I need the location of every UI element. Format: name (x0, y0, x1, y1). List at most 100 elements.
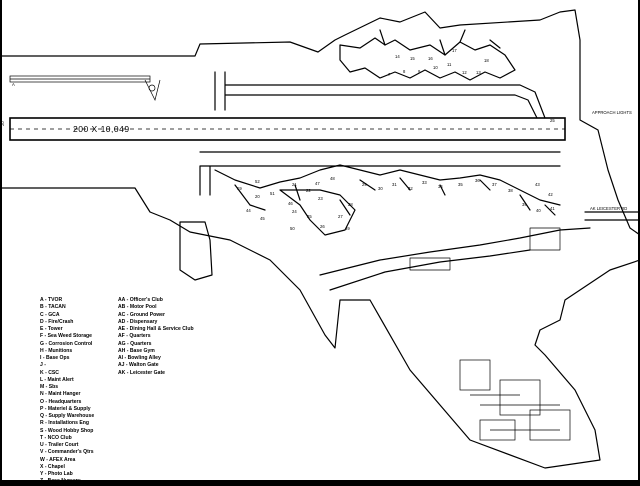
north-taxiway (214, 71, 546, 119)
legend-entry: AJ - Walton Gate (118, 362, 159, 369)
dispersal-pad-label: 8 (403, 69, 406, 74)
dispersal-pad-label: 51 (270, 191, 275, 196)
legend-entry: O - Headquarters (40, 398, 82, 405)
dispersal-pad-label: 24 (292, 209, 297, 214)
leicester-road-label: AK LEICESTER RD (590, 206, 627, 211)
dispersal-pad-label: 30 (378, 186, 383, 191)
legend-entry: C - GCA (40, 311, 60, 318)
legend-entry: V - Commander's Qtrs (40, 449, 94, 456)
dispersal-pad-label: 25 (307, 214, 312, 219)
dispersal-pad-label: 29 (362, 182, 367, 187)
legend-entry: T - NCO Club (40, 434, 72, 441)
runway-dimensions: 200 X 10,049 (73, 124, 130, 134)
legend-entry: I - Base Ops (40, 355, 70, 361)
central-dispersal-area (214, 164, 561, 236)
dispersal-pad-label: 11 (447, 62, 452, 67)
legend-entry: B - TACAN (40, 304, 66, 311)
legend-entry: A - TVOR (40, 297, 63, 303)
legend-entry: AA - Officer's Club (118, 297, 163, 303)
dispersal-pad-label: 36 (475, 178, 480, 183)
legend-entry: J - (40, 362, 46, 369)
dispersal-pad-label: 10 (433, 65, 438, 70)
legend-entry: AC - Ground Power (118, 311, 165, 318)
dispersal-pad-label: 16 (428, 56, 433, 61)
dispersal-pad-label: 17 (452, 48, 457, 53)
dispersal-pad-label: 40 (536, 208, 541, 213)
parallel-taxiway (199, 151, 561, 196)
hangar (529, 227, 561, 251)
legend-entry: D - Fire/Crash (40, 318, 74, 325)
legend-entry: AG - Quarters (118, 340, 152, 347)
dispersal-pad-label: 20 (255, 194, 260, 199)
dispersal-pad-label: 22 (306, 188, 311, 193)
legend-entry: G - Corrosion Control (40, 340, 93, 347)
dispersal-pad-label: 31 (392, 182, 397, 187)
legend-entry: W - AFEX Area (40, 456, 76, 463)
dispersal-pad-label: 52 (255, 179, 260, 184)
dispersal-pad-label: 35 (458, 182, 463, 187)
runway-end-left: 20 (0, 121, 5, 126)
dispersal-pad-label: 49 (345, 226, 350, 231)
runway: 200 X 10,049 20 25 (0, 117, 566, 141)
runway-end-right: 25 (550, 118, 555, 123)
frame-right (638, 0, 640, 480)
dispersal-pad-label: 12 (462, 70, 467, 75)
legend-entry: X - Chapel (40, 463, 65, 470)
dispersal-pad-label: 41 (550, 206, 555, 211)
dispersal-pad-label: 26 (320, 224, 325, 229)
apron-building (409, 257, 451, 271)
legend-entry: H - Munitions (40, 347, 73, 354)
legend-entry: N - Maint Hanger (40, 391, 81, 398)
dispersal-pad-label: 23 (318, 196, 323, 201)
frame-left (0, 0, 2, 480)
legend-entry: F - Sea Weed Storage (40, 333, 92, 340)
legend-entry: K - CSC (40, 369, 59, 376)
runway-marker-a: A (12, 82, 15, 87)
legend-entry: Y - Photo Lab (40, 471, 73, 477)
dispersal-pad-label: 19 (237, 186, 242, 191)
legend-entry: AI - Bowling Alley (118, 355, 161, 361)
dispersal-pad-label: 37 (492, 182, 497, 187)
dispersal-pad-label: 48 (330, 176, 335, 181)
dispersal-pad-label: 18 (484, 58, 489, 63)
approach-lights-label: APPROACH LIGHTS (592, 110, 632, 115)
legend-entry: Z - Base Nursery (40, 478, 81, 485)
legend-entry: AK - Leicester Gate (118, 369, 165, 376)
legend-entry: P - Materiel & Supply (40, 405, 91, 412)
legend-entry: AD - Dispensary (118, 318, 158, 325)
dispersal-pad-label: 9 (418, 69, 421, 74)
legend-entry: R - Installations Eng (40, 420, 89, 427)
legend-entry: L - Maint Alert (40, 376, 74, 383)
weapons-area (179, 221, 213, 281)
main-apron (179, 221, 591, 291)
dispersal-pad-label: 42 (548, 192, 553, 197)
leicester-road (584, 211, 640, 221)
north-dispersal-area (339, 29, 516, 81)
legend-entry: AE - Dining Hall & Service Club (118, 326, 194, 332)
dispersal-pad-label: 39 (522, 202, 527, 207)
base-boundary (0, 9, 640, 469)
dispersal-pad-label: 15 (410, 56, 415, 61)
dispersal-pad-label: 33 (422, 180, 427, 185)
legend-entry: M - Sbs (40, 384, 59, 390)
dispersal-pad-label: 14 (395, 54, 400, 59)
dispersal-pad-label: 43 (535, 182, 540, 187)
dispersal-pad-label: 32 (408, 186, 413, 191)
legend-entry: Q - Supply Warehouse (40, 413, 95, 419)
legend-entry: AB - Motor Pool (118, 304, 157, 311)
housing-area (459, 359, 571, 441)
dispersal-pad-label: 44 (246, 208, 251, 213)
dispersal-pad-label: 47 (315, 181, 320, 186)
dispersal-pad-label: 45 (260, 216, 265, 221)
dispersal-pad-label: 21 (292, 182, 297, 187)
dispersal-pad-label: 38 (508, 188, 513, 193)
dispersal-pad-label: 13 (476, 70, 481, 75)
dispersal-pad-label: 27 (338, 214, 343, 219)
dispersal-pad-label: 34 (438, 184, 443, 189)
legend-entry: S - Wood Hobby Shop (40, 427, 94, 434)
